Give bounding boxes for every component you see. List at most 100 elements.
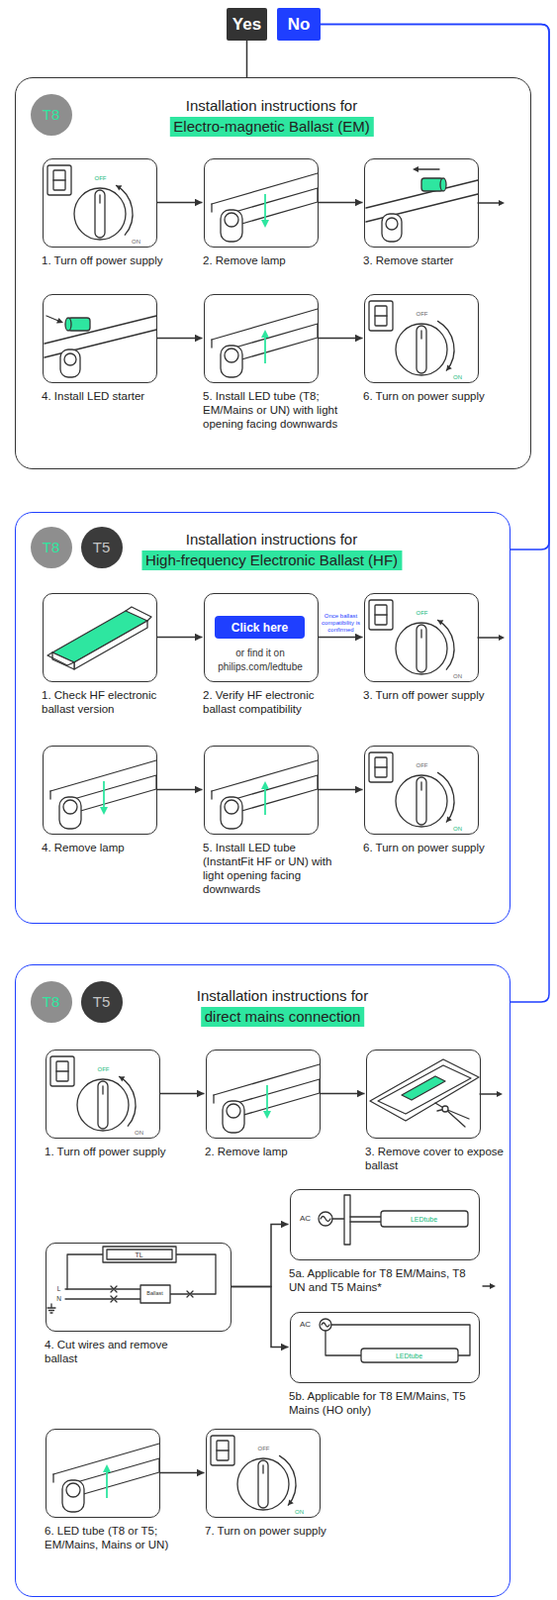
step-caption: 6. Turn on power supply bbox=[363, 388, 504, 403]
step-box: 6. Turn on power supply bbox=[364, 744, 479, 835]
step-caption: 2. Remove lamp bbox=[204, 1143, 346, 1158]
connector bbox=[157, 337, 203, 340]
icon-label: ON bbox=[131, 238, 141, 245]
install-lamp-icon bbox=[211, 308, 318, 377]
step-caption: 2. Verify HF electronic ballast compatib… bbox=[202, 687, 344, 716]
answer-box: Yes bbox=[226, 7, 268, 41]
instruction-panel: Installation instructions forElectro-mag… bbox=[14, 77, 532, 469]
connector bbox=[320, 1092, 366, 1095]
remove-lamp-icon bbox=[211, 173, 318, 242]
icon-label: AC bbox=[299, 1319, 311, 1328]
step-caption: 7. Turn on power supply bbox=[204, 1522, 346, 1537]
icon-label: OFF bbox=[416, 761, 429, 768]
icon-label: LEDtube bbox=[395, 1350, 423, 1358]
step-box: 1. Turn off power supply bbox=[42, 158, 158, 248]
arrow-head bbox=[489, 1282, 496, 1289]
step-caption: 3. Remove starter bbox=[363, 253, 504, 268]
step-box: 6. Turn on power supply bbox=[364, 293, 479, 383]
connector bbox=[318, 201, 364, 204]
icon-label: ON bbox=[453, 373, 463, 380]
double-end-wiring bbox=[319, 1317, 470, 1362]
badge-text: T8 bbox=[42, 105, 61, 123]
icon-label: N bbox=[56, 1294, 62, 1301]
connector-label: Once ballast compatibility is confirmed bbox=[319, 612, 364, 634]
step-box: 3. Remove cover to expose ballast bbox=[366, 1048, 481, 1138]
panel-subtitle: High-frequency Electronic Ballast (HF) bbox=[141, 550, 402, 570]
step-box: 5. Install LED tube (T8; EM/Mains or UN)… bbox=[203, 293, 319, 383]
step-caption: 3. Remove cover to expose ballast bbox=[365, 1143, 506, 1172]
step-box: 5a. Applicable for T8 EM/Mains, T8 UN an… bbox=[289, 1188, 480, 1260]
switch-off-icon bbox=[47, 165, 133, 240]
step-caption: 4. Cut wires and remove ballast bbox=[44, 1336, 186, 1365]
switch-off-icon bbox=[50, 1055, 136, 1130]
step-box: 3. Remove starter bbox=[364, 158, 479, 248]
remove-starter-icon bbox=[366, 166, 478, 242]
icon-label: OFF bbox=[258, 1444, 271, 1451]
step-caption: 3. Turn off power supply bbox=[363, 687, 504, 702]
switch-on-icon bbox=[210, 1434, 296, 1509]
connector bbox=[246, 40, 249, 78]
panel-title: Installation instructions for bbox=[185, 95, 358, 116]
icon-label: ON bbox=[294, 1507, 304, 1514]
connector bbox=[320, 24, 550, 1003]
icon-label: TL bbox=[134, 1249, 143, 1257]
arrow-head bbox=[496, 1090, 503, 1097]
step-box: 5b. Applicable for T8 EM/Mains, T5 Mains… bbox=[289, 1310, 480, 1383]
step-caption: 1. Turn off power supply bbox=[41, 253, 183, 268]
tube-badge: T5 bbox=[81, 526, 123, 568]
connector bbox=[231, 1286, 289, 1347]
wiring-diagram bbox=[47, 1245, 216, 1312]
icon-label: LEDtube bbox=[410, 1213, 438, 1221]
step-caption: 5. Install LED tube (T8; EM/Mains or UN)… bbox=[202, 388, 344, 431]
continue-arrow bbox=[477, 636, 500, 638]
step-box: 7. Turn on power supply bbox=[205, 1427, 321, 1517]
step-caption: 6. LED tube (T8 or T5; EM/Mains, Mains o… bbox=[44, 1522, 186, 1551]
box-text: Yes bbox=[232, 14, 262, 35]
connector bbox=[160, 1471, 205, 1474]
connector bbox=[160, 1092, 205, 1095]
step-caption: 6. Turn on power supply bbox=[363, 839, 504, 854]
link-note: or find it on philips.com/ledtube bbox=[208, 646, 312, 674]
connector bbox=[318, 636, 364, 639]
instruction-panel: Installation instructions forHigh-freque… bbox=[14, 511, 511, 924]
badge-text: T5 bbox=[92, 992, 111, 1010]
connector bbox=[231, 1223, 289, 1287]
panel-title: Installation instructions for bbox=[185, 529, 358, 550]
hf-ballast-icon bbox=[47, 606, 152, 669]
icon-label: OFF bbox=[416, 609, 429, 616]
step-caption: 4. Remove lamp bbox=[41, 839, 183, 854]
remove-lamp-icon bbox=[213, 1063, 320, 1132]
panel-subtitle: Electro-magnetic Ballast (EM) bbox=[169, 116, 373, 137]
connector bbox=[318, 788, 364, 791]
panel-subtitle: direct mains connection bbox=[200, 1006, 366, 1026]
box-text: No bbox=[287, 14, 311, 35]
arrow-head bbox=[498, 199, 505, 206]
icon-label: OFF bbox=[94, 175, 107, 182]
step-box: 2. Remove lamp bbox=[203, 158, 319, 248]
step-box: 2. Verify HF electronic ballast compatib… bbox=[203, 592, 319, 682]
step-caption: 5a. Applicable for T8 EM/Mains, T8 UN an… bbox=[288, 1265, 479, 1294]
tube-badge: T8 bbox=[30, 526, 73, 568]
tube-badge: T5 bbox=[81, 980, 123, 1022]
step-caption: 1. Turn off power supply bbox=[44, 1143, 186, 1158]
step-box: 4. Install LED starter bbox=[42, 293, 158, 383]
badge-text: T5 bbox=[92, 538, 111, 556]
tube-badge: T8 bbox=[30, 93, 73, 136]
continue-arrow bbox=[477, 201, 500, 203]
step-caption: 4. Install LED starter bbox=[41, 388, 183, 403]
icon-label: ON bbox=[453, 672, 463, 679]
step-box: 4. Remove lamp bbox=[42, 744, 158, 835]
arrow-head bbox=[498, 634, 505, 641]
panel-title: Installation instructions for bbox=[196, 985, 369, 1006]
switch-on-icon bbox=[369, 751, 455, 827]
switch-on-icon bbox=[369, 300, 455, 375]
connector bbox=[157, 788, 203, 791]
icon-label: L bbox=[57, 1284, 62, 1292]
remove-lamp-icon bbox=[50, 759, 157, 829]
connector bbox=[318, 337, 364, 340]
continue-arrow bbox=[482, 1284, 491, 1286]
box-text: Click here bbox=[231, 620, 288, 635]
connector bbox=[157, 636, 203, 639]
